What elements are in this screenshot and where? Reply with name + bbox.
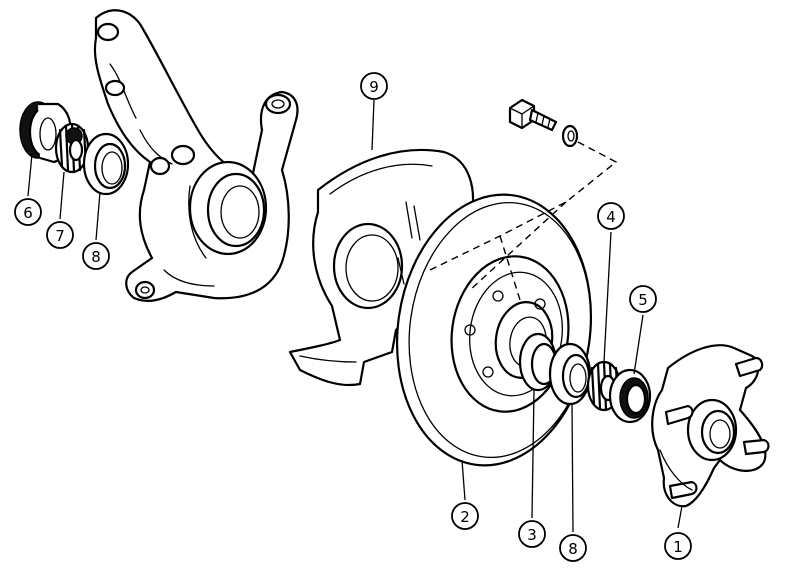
callout-8-right: 8 (559, 534, 587, 562)
dust-shield-part-9 (288, 148, 474, 387)
oil-seal-part-6 (19, 101, 72, 164)
callout-label: 2 (460, 508, 470, 526)
oil-seal-part-5 (608, 368, 652, 424)
callout-circle (451, 502, 479, 530)
callout-label: 4 (606, 208, 616, 226)
callout-6: 6 (14, 198, 42, 226)
callout-circle (629, 285, 657, 313)
bearing-race-part-8-left (82, 132, 130, 196)
callout-label: 3 (527, 526, 537, 544)
wheel-bearing-part-7 (54, 122, 90, 174)
callout-7: 7 (46, 221, 74, 249)
callout-circle (518, 520, 546, 548)
callout-8-left: 8 (82, 242, 110, 270)
callout-label: 9 (369, 78, 379, 96)
callout-circle (559, 534, 587, 562)
callout-circle (46, 221, 74, 249)
steering-knuckle (93, 9, 299, 302)
callout-circle (597, 202, 625, 230)
bearing-race-part-8-right (548, 342, 592, 406)
leader-lines (27, 99, 683, 533)
callout-circle (14, 198, 42, 226)
wheel-hub-part-1 (651, 344, 770, 508)
callout-circle (664, 532, 692, 560)
callout-5: 5 (629, 285, 657, 313)
callout-label: 6 (23, 204, 33, 222)
callout-label: 8 (91, 248, 101, 266)
callout-label: 7 (55, 227, 65, 245)
callout-circle (360, 72, 388, 100)
callout-label: 5 (638, 291, 648, 309)
callout-2: 2 (451, 502, 479, 530)
callout-1: 1 (664, 532, 692, 560)
assembly-path-dashed (429, 141, 618, 301)
callout-label: 1 (673, 538, 683, 556)
lock-washer (561, 124, 579, 148)
mounting-bolt (508, 98, 558, 132)
callout-4: 4 (597, 202, 625, 230)
callout-9: 9 (360, 72, 388, 100)
callout-circle (82, 242, 110, 270)
callout-label: 8 (568, 540, 578, 558)
callout-3: 3 (518, 520, 546, 548)
